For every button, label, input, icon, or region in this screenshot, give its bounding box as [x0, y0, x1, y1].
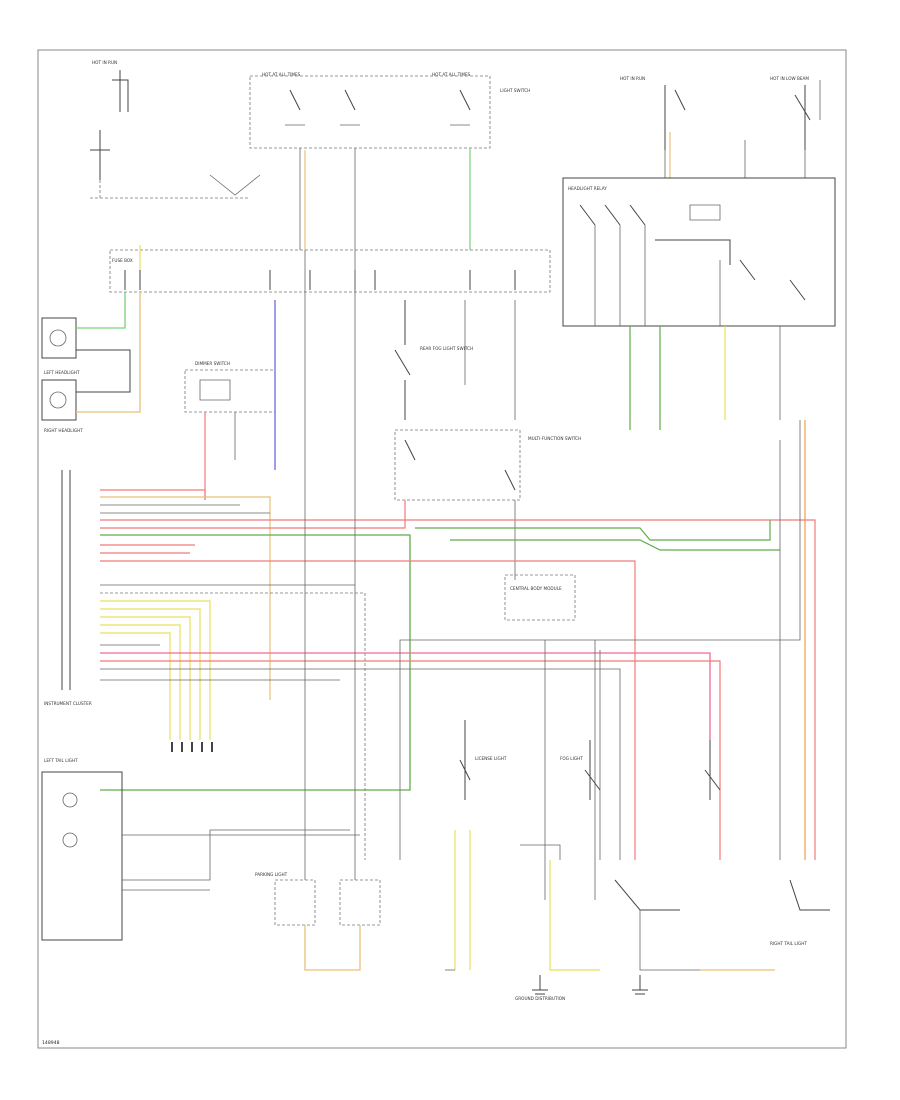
instrument-cluster: INSTRUMENT CLUSTER — [44, 470, 816, 860]
diagram-frame — [37, 49, 847, 1049]
label-hot-in-run-right: HOT IN RUN — [620, 76, 645, 81]
left-tail-light-box — [41, 771, 123, 941]
multi-function-switch-outline — [394, 429, 521, 501]
fuse-box-row: FUSE BOX — [109, 245, 551, 293]
label-central-body-module: CENTRAL BODY MODULE — [510, 586, 562, 591]
parking-light-right — [339, 879, 381, 926]
multi-function-switch: MULTI-FUNCTION SWITCH — [394, 429, 581, 580]
parking-light-left — [274, 879, 316, 926]
label-instrument-cluster: INSTRUMENT CLUSTER — [44, 701, 92, 706]
central-body-module: CENTRAL BODY MODULE — [504, 574, 601, 900]
label-hot-at-all-times-2: HOT AT ALL TIMES — [432, 72, 471, 77]
instrument-cluster-connector — [61, 470, 71, 690]
left-headlights: LEFT HEADLIGHT RIGHT HEADLIGHT — [41, 292, 141, 433]
central-body-module-outline — [504, 574, 576, 621]
label-license-light: LICENSE LIGHT — [475, 756, 507, 761]
label-hot-in-run-top: HOT IN RUN — [92, 60, 117, 65]
left-headlight-box — [41, 317, 77, 359]
top-hot-feeds: HOT IN RUN HOT AT ALL TIMES HOT AT ALL T… — [90, 60, 821, 250]
rear-fog-light-switch: REAR FOG LIGHT SWITCH — [394, 300, 516, 420]
label-dimmer-switch: DIMMER SWITCH — [195, 361, 230, 366]
label-fog-light: FOG LIGHT — [560, 756, 583, 761]
label-left-headlight: LEFT HEADLIGHT — [44, 370, 80, 375]
headlight-relay-outline — [562, 177, 836, 327]
label-light-switch: LIGHT SWITCH — [500, 88, 530, 93]
footer-code: 148948 — [42, 1040, 60, 1046]
label-multi-function-switch: MULTI-FUNCTION SWITCH — [528, 436, 581, 441]
green-bus — [399, 326, 806, 860]
label-hot-at-all-times-1: HOT AT ALL TIMES — [262, 72, 301, 77]
label-right-headlight: RIGHT HEADLIGHT — [44, 428, 83, 433]
label-right-tail-light: RIGHT TAIL LIGHT — [770, 941, 807, 946]
label-parking-light: PARKING LIGHT — [255, 872, 288, 877]
label-fuse-box: FUSE BOX — [112, 258, 133, 263]
label-headlight-relay: HEADLIGHT RELAY — [568, 186, 607, 191]
fuse-box-outline — [109, 249, 551, 293]
right-headlight-box — [41, 379, 77, 421]
dimmer-switch: DIMMER SWITCH — [184, 300, 276, 500]
label-rear-fog-light-switch: REAR FOG LIGHT SWITCH — [420, 346, 473, 351]
label-hot-in-low-beam: HOT IN LOW BEAM — [770, 76, 809, 81]
lower-lights: LEFT TAIL LIGHT PARKING LIGHT LICENSE LI… — [41, 250, 830, 1001]
light-switch-outline — [249, 75, 491, 149]
label-left-tail-light: LEFT TAIL LIGHT — [44, 758, 78, 763]
label-ground-distribution: GROUND DISTRIBUTION — [515, 996, 565, 1001]
headlight-relay-block: HEADLIGHT RELAY — [562, 177, 836, 327]
